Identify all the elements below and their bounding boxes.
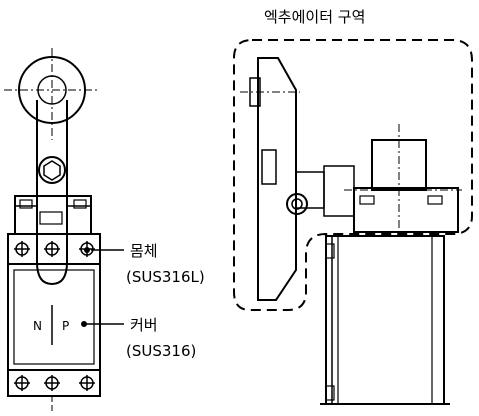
cover [7, 263, 101, 371]
head-block [14, 195, 92, 235]
shaft-housing [295, 171, 325, 209]
body-flange-bottom [7, 369, 101, 397]
cover-mark-n: N [33, 319, 42, 333]
label-actuator-area: 엑추에이터 구역 [264, 8, 365, 26]
side-view [240, 57, 462, 405]
actuator-area-boundary [233, 39, 473, 311]
head-base [353, 187, 459, 233]
label-cover: 커버 [130, 316, 158, 334]
side-bolt [286, 193, 308, 215]
front-view [4, 48, 124, 414]
label-body: 몸체 [130, 242, 158, 260]
lever-plate [257, 57, 297, 301]
lever-bolt [38, 156, 66, 184]
side-body [325, 235, 445, 405]
cover-mark-p: P [62, 319, 69, 333]
label-cover-material: (SUS316) [126, 342, 196, 360]
label-body-material: (SUS316L) [126, 268, 205, 286]
